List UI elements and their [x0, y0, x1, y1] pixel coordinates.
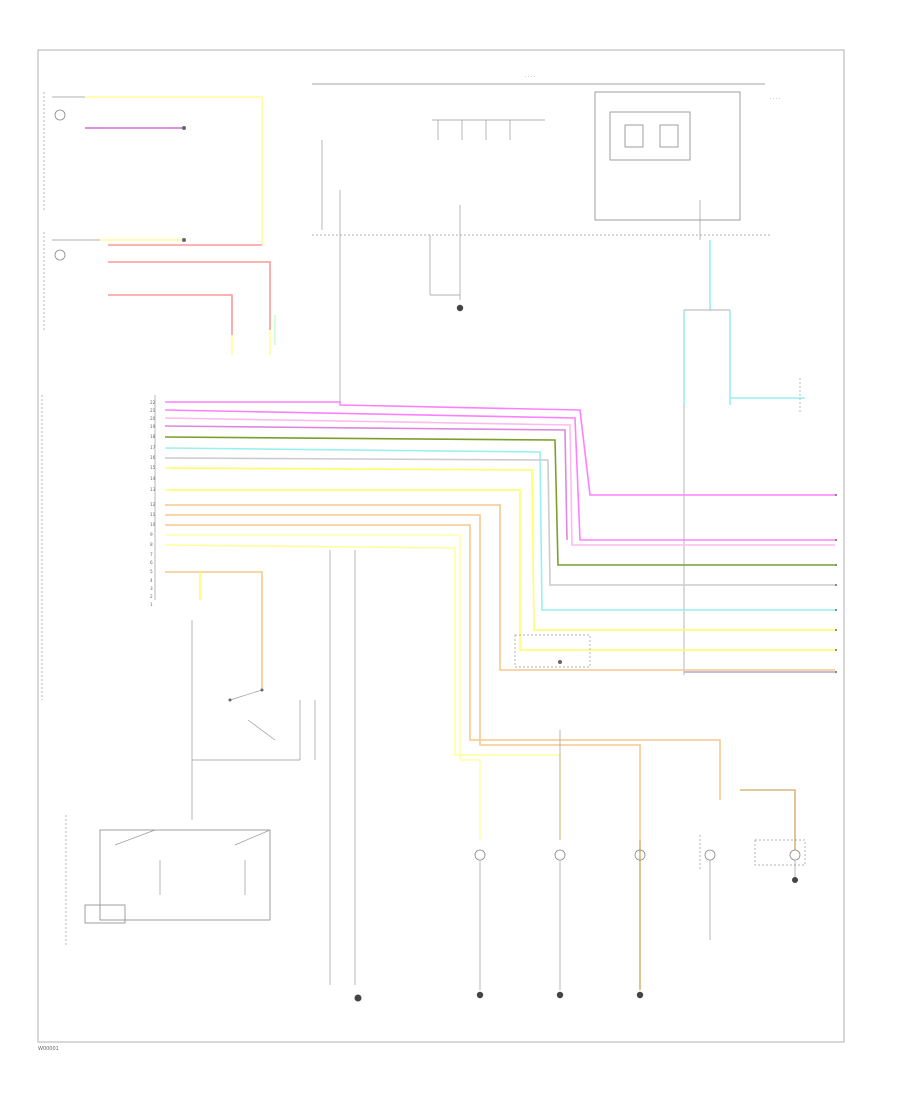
- svg-text:· · · ·: · · · ·: [770, 97, 780, 102]
- splice-dot: [558, 660, 562, 664]
- pin-label: 20: [150, 416, 156, 421]
- pin-label: 7: [150, 552, 153, 557]
- fuse-relay-box: [594, 91, 741, 221]
- pin-label: 16: [150, 455, 156, 460]
- pin-label: 5: [150, 569, 153, 574]
- ground-point-4: [792, 877, 798, 883]
- pin-label: 15: [150, 465, 156, 470]
- pin-label: 21: [150, 408, 156, 413]
- page-code: W00001: [38, 1046, 59, 1052]
- pin-label: 19: [150, 424, 156, 429]
- lamp-bulb-1-icon: [474, 849, 486, 861]
- wire-end-8: [835, 671, 837, 673]
- connector-dot-2: [182, 238, 186, 242]
- pin-label: 18: [150, 434, 156, 439]
- pin-label: 8: [150, 542, 153, 547]
- ground-point-top: [456, 304, 464, 312]
- pin-label: 4: [150, 578, 153, 583]
- ground-point-mid: [354, 994, 362, 1002]
- pin-label: 6: [150, 560, 153, 565]
- pin-label: 1: [150, 602, 153, 607]
- pin-label: 9: [150, 532, 153, 537]
- pin-label: 17: [150, 445, 156, 450]
- pin-label: 10: [150, 522, 156, 527]
- ground-point-1: [476, 991, 484, 999]
- ground-point-3: [636, 991, 644, 999]
- pin-label: 12: [150, 502, 156, 507]
- lamp-bulb-2-icon: [554, 849, 566, 861]
- pin-label: 2: [150, 594, 153, 599]
- left-lamp-2-icon: [54, 249, 66, 261]
- switch-contact-1: [228, 698, 232, 702]
- lamp-bulb-4-icon: [704, 849, 716, 861]
- left-lamp-1-icon: [54, 109, 66, 121]
- lamp-bulb-5-icon: [789, 849, 801, 861]
- pin-label: 11: [150, 512, 156, 517]
- svg-text:· · · ·: · · · ·: [525, 75, 535, 80]
- wire-end-3: [835, 564, 837, 566]
- ground-point-2: [556, 991, 564, 999]
- headlamp-switch-body: [99, 829, 271, 921]
- connector-dot-1: [182, 126, 186, 130]
- wire-end-4: [835, 584, 837, 586]
- pin-label: 22: [150, 400, 156, 405]
- connector-pin-labels: 22 21 20 19 18 17 16 15 14 13 12 11 10 9…: [150, 400, 156, 607]
- pin-label: 3: [150, 586, 153, 591]
- wire-end-1: [835, 494, 837, 496]
- relay-box: [609, 111, 691, 161]
- splice-box: [514, 634, 591, 668]
- wire-end-5: [835, 609, 837, 611]
- diagram-frame: [37, 49, 845, 1043]
- pin-label: 13: [150, 487, 156, 492]
- wire-end-7: [835, 649, 837, 651]
- switch-contact-2: [260, 688, 264, 692]
- pin-label: 14: [150, 476, 156, 481]
- lamp-bulb-3-icon: [634, 849, 646, 861]
- wire-end-6: [835, 629, 837, 631]
- wire-end-2: [835, 539, 837, 541]
